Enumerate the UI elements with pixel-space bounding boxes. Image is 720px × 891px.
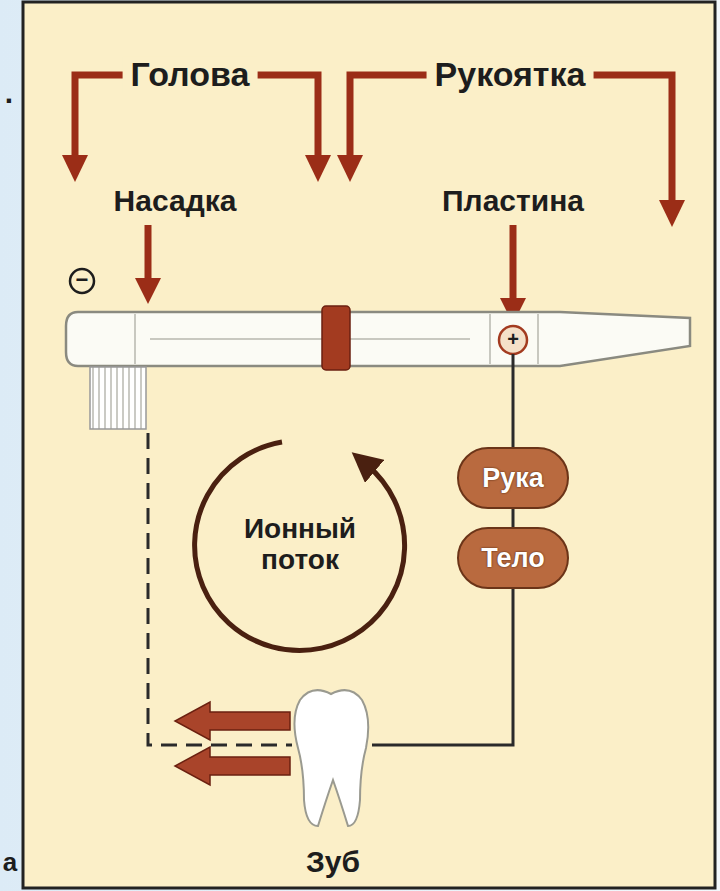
current-arrow (175, 702, 290, 785)
tooth (294, 690, 368, 826)
edge-text: а (3, 848, 17, 877)
node-text: Тело (481, 543, 544, 574)
edge-text: . (5, 76, 13, 109)
groove (150, 338, 470, 340)
pill-box: Рука (457, 447, 569, 509)
bracket (75, 75, 672, 302)
part-label: Зуб (306, 845, 360, 878)
arrow-head (62, 155, 685, 324)
bristles (90, 367, 146, 429)
ion-flow-arrow (195, 442, 405, 651)
section-label: Голова (123, 56, 258, 93)
terminal-sign: + (507, 328, 519, 350)
toothbrush (66, 312, 690, 366)
pill-box: Тело (457, 527, 569, 589)
terminal-sign: − (76, 268, 89, 292)
wire-connector (512, 509, 515, 527)
plate-terminal (499, 326, 527, 354)
section-label: Рукоятка (427, 56, 594, 93)
brush-ring (322, 306, 350, 370)
part-label: Пластина (442, 184, 584, 217)
node-text: Рука (482, 463, 544, 494)
head-joint (134, 314, 136, 364)
wire (512, 354, 515, 447)
part-label: Насадка (114, 184, 237, 217)
wire (372, 589, 513, 745)
plate-edge (537, 314, 539, 364)
plate-edge (489, 314, 491, 364)
flow-label: Ионный поток (225, 514, 375, 576)
panel (23, 2, 715, 888)
